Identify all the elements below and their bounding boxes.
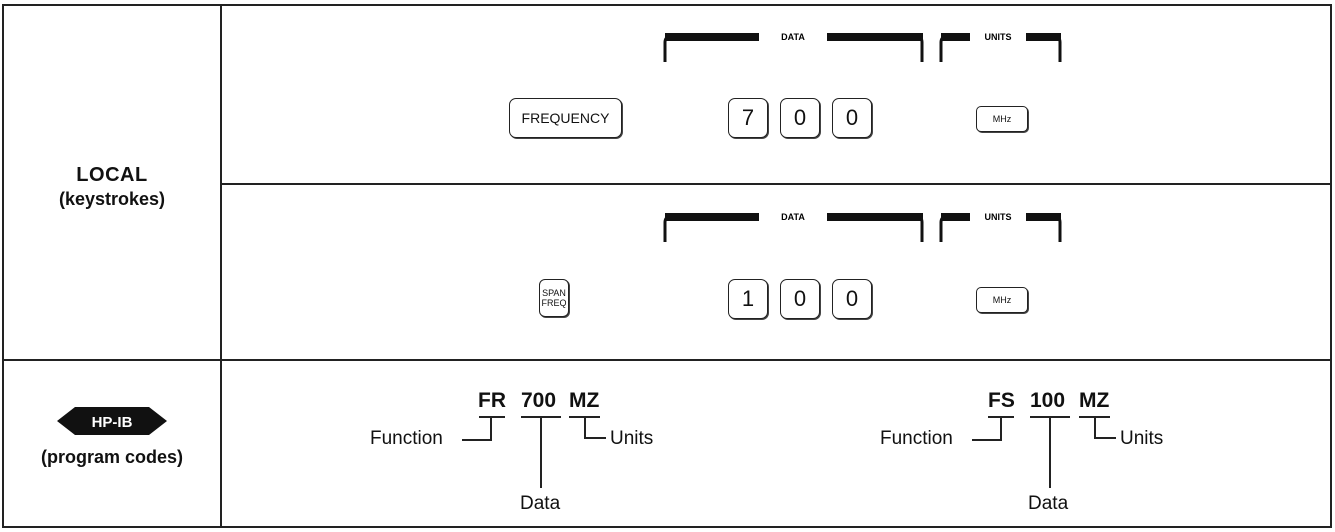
- function-leader-v: [1000, 418, 1002, 440]
- units-leader-h: [1094, 437, 1116, 439]
- underline-data: [521, 416, 561, 418]
- local-row-label: LOCAL (keystrokes): [4, 164, 220, 210]
- units-leader-v: [1094, 418, 1096, 438]
- function-leader-h: [972, 439, 1002, 441]
- digit-key[interactable]: 1: [728, 279, 768, 319]
- function-leader-v: [490, 418, 492, 440]
- data-bracket-2-label: DATA: [781, 212, 805, 222]
- units-annotation: Units: [1120, 428, 1164, 449]
- data-annotation: Data: [1028, 493, 1069, 514]
- data-bracket-2: DATA: [663, 209, 924, 242]
- diagram-frame: [2, 4, 1332, 528]
- units-bracket-1: UNITS: [939, 29, 1062, 62]
- data-bracket-1-label: DATA: [781, 32, 805, 42]
- hpib-row-label: HP-IB (program codes): [4, 405, 220, 468]
- code-function: FR: [478, 389, 506, 412]
- data-bracket-1: DATA: [663, 29, 924, 62]
- underline-function: [988, 416, 1014, 418]
- digit-key[interactable]: 0: [780, 98, 820, 138]
- units-bracket-2-label: UNITS: [985, 212, 1012, 222]
- code-units: MZ: [569, 389, 600, 412]
- frequency-key[interactable]: FREQUENCY: [509, 98, 622, 138]
- data-leader-v: [540, 418, 542, 488]
- hpib-badge-icon: HP-IB: [57, 407, 167, 435]
- code-units: MZ: [1079, 389, 1110, 412]
- mhz-key[interactable]: MHz: [976, 106, 1028, 132]
- column-divider: [220, 4, 222, 528]
- span-freq-key-line2: FREQ: [541, 298, 567, 308]
- span-freq-key-line1: SPAN: [542, 288, 566, 298]
- data-annotation: Data: [520, 493, 561, 514]
- digit-key[interactable]: 0: [780, 279, 820, 319]
- code-function: FS: [988, 389, 1015, 412]
- row-divider-hpib: [2, 359, 1332, 361]
- digit-key[interactable]: 0: [832, 279, 872, 319]
- code-data: 100: [1030, 389, 1066, 412]
- function-annotation: Function: [880, 428, 953, 449]
- units-leader-h: [584, 437, 606, 439]
- mhz-key[interactable]: MHz: [976, 287, 1028, 313]
- units-annotation: Units: [610, 428, 654, 449]
- underline-function: [479, 416, 505, 418]
- hpib-badge-text: HP-IB: [92, 414, 133, 431]
- units-leader-v: [584, 418, 586, 438]
- underline-units: [569, 416, 600, 418]
- hpib-subtitle: (program codes): [40, 447, 184, 467]
- digit-key[interactable]: 0: [832, 98, 872, 138]
- function-leader-h: [462, 439, 492, 441]
- data-leader-v: [1049, 418, 1051, 488]
- local-subtitle: (keystrokes): [58, 189, 166, 209]
- function-annotation: Function: [370, 428, 443, 449]
- units-bracket-1-label: UNITS: [985, 32, 1012, 42]
- underline-units: [1079, 416, 1110, 418]
- digit-key[interactable]: 7: [728, 98, 768, 138]
- underline-data: [1030, 416, 1070, 418]
- units-bracket-2: UNITS: [939, 209, 1062, 242]
- code-data: 700: [521, 389, 557, 412]
- row-divider-local: [220, 183, 1332, 185]
- local-title: LOCAL: [76, 164, 148, 186]
- span-freq-key[interactable]: SPAN FREQ: [539, 279, 569, 317]
